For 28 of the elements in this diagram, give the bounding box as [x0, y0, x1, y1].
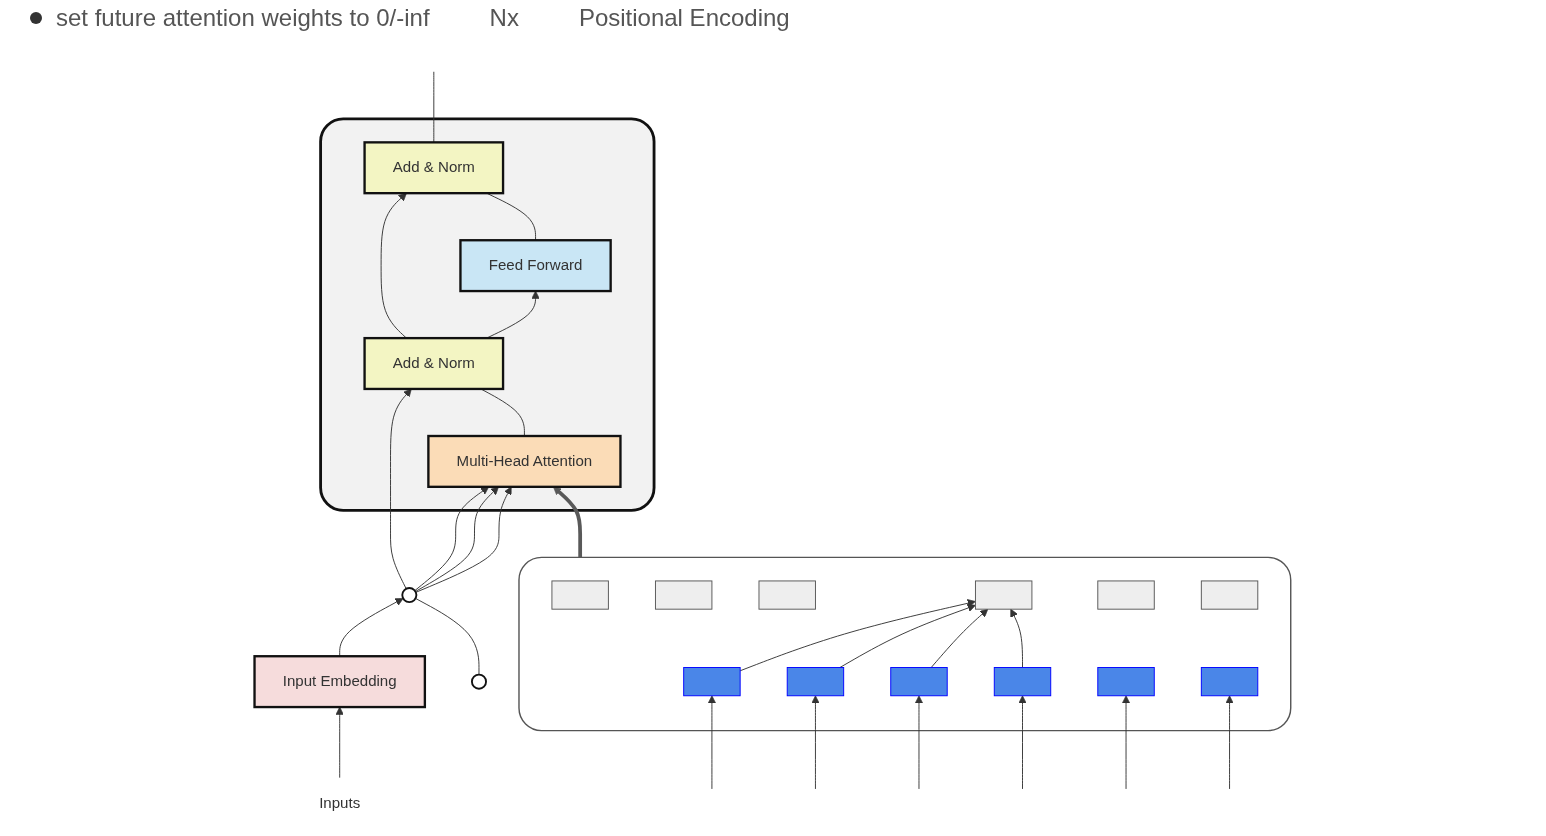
node-bar: [683, 667, 741, 697]
cluster: [319, 117, 656, 512]
node-bar: [787, 667, 845, 697]
side-label: Nx: [489, 4, 519, 32]
bullet-note: set future attention weights to 0/-inf: [56, 4, 430, 32]
node-box: Multi-Head Attention: [427, 434, 622, 488]
node-bar: [1201, 667, 1259, 697]
node-bar: [551, 580, 610, 610]
node-bar: [1201, 580, 1259, 610]
node-box: Add & Norm: [363, 141, 505, 195]
cluster: [518, 556, 1292, 732]
node-box: Input Embedding: [253, 655, 427, 709]
side-label: Positional Encoding: [578, 4, 790, 32]
node-bar: [890, 667, 949, 697]
node-circle: [401, 587, 418, 604]
node-bar: [655, 580, 713, 610]
node-box: Feed Forward: [459, 239, 613, 293]
node-bar: [758, 580, 817, 610]
node-circle: [471, 673, 488, 690]
node-box: Add & Norm: [363, 336, 505, 391]
node-bar: [1097, 580, 1156, 610]
node-bar: [1097, 667, 1156, 697]
node-bar: [975, 580, 1033, 610]
arrow: [553, 486, 583, 558]
connector: [433, 71, 435, 143]
node-bar: [994, 667, 1052, 697]
node-text: Inputs: [319, 794, 361, 811]
connector: [415, 597, 480, 676]
